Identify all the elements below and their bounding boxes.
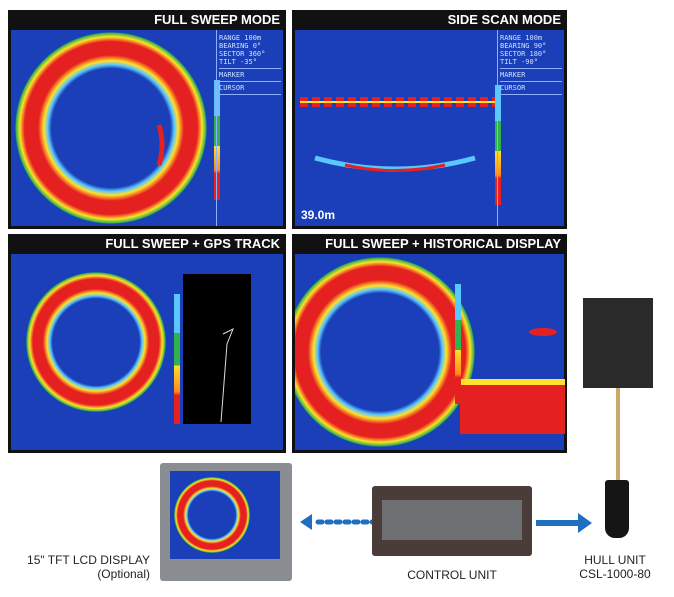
sonar-echo-ring [15, 32, 207, 224]
control-unit [372, 486, 532, 556]
tilt-readout: TILT -90° [500, 58, 538, 66]
hull-name: HULL UNIT [584, 553, 646, 567]
sector-readout: SECTOR 180° [500, 50, 547, 58]
display-label: 15" TFT LCD DISPLAY(Optional) [0, 553, 150, 581]
hull-unit-shaft [616, 388, 620, 483]
cursor-readout: CURSOR [219, 82, 281, 95]
marker-readout: MARKER [500, 69, 562, 82]
sonar-screen [11, 254, 283, 450]
hull-unit-motor [583, 298, 653, 388]
arrow-right-icon [536, 513, 592, 533]
sonar-echo-ring [26, 272, 166, 412]
transducer [605, 480, 629, 538]
panel-historical: FULL SWEEP + HISTORICAL DISPLAY [292, 234, 567, 453]
display-name: 15" TFT LCD DISPLAY [27, 553, 150, 567]
bearing-readout: BEARING 90° [500, 42, 547, 50]
marker-readout: MARKER [219, 69, 281, 82]
color-scale [455, 284, 461, 404]
tilt-readout: TILT -35° [219, 58, 257, 66]
color-scale [214, 80, 220, 200]
hull-model: CSL-1000-80 [579, 567, 651, 581]
panel-title: FULL SWEEP + GPS TRACK [105, 236, 280, 251]
lcd-display-unit [160, 463, 292, 581]
panel-title: FULL SWEEP + HISTORICAL DISPLAY [325, 236, 561, 251]
panel-title: SIDE SCAN MODE [447, 12, 561, 27]
control-label: CONTROL UNIT [407, 568, 497, 582]
dotted-arrow-icon [300, 514, 380, 530]
range-readout: RANGE 100m [219, 34, 262, 42]
panel-title: FULL SWEEP MODE [154, 12, 280, 27]
range-readout: RANGE 100m [500, 34, 543, 42]
color-scale [495, 85, 501, 205]
side-scan-echo [300, 97, 495, 172]
color-scale [174, 294, 180, 424]
depth-readout: 39.0m [301, 208, 336, 222]
cursor-readout: CURSOR [500, 82, 562, 95]
sonar-screen [295, 254, 565, 450]
panel-gps-track: FULL SWEEP + GPS TRACK [8, 234, 286, 453]
lcd-screen [170, 471, 280, 559]
bearing-readout: BEARING 0° [219, 42, 262, 50]
control-panel-face [382, 500, 522, 540]
gps-track-plot [183, 274, 251, 424]
sector-readout: SECTOR 360° [219, 50, 266, 58]
display-note: (Optional) [97, 567, 150, 581]
sonar-echo-ring [295, 257, 565, 447]
